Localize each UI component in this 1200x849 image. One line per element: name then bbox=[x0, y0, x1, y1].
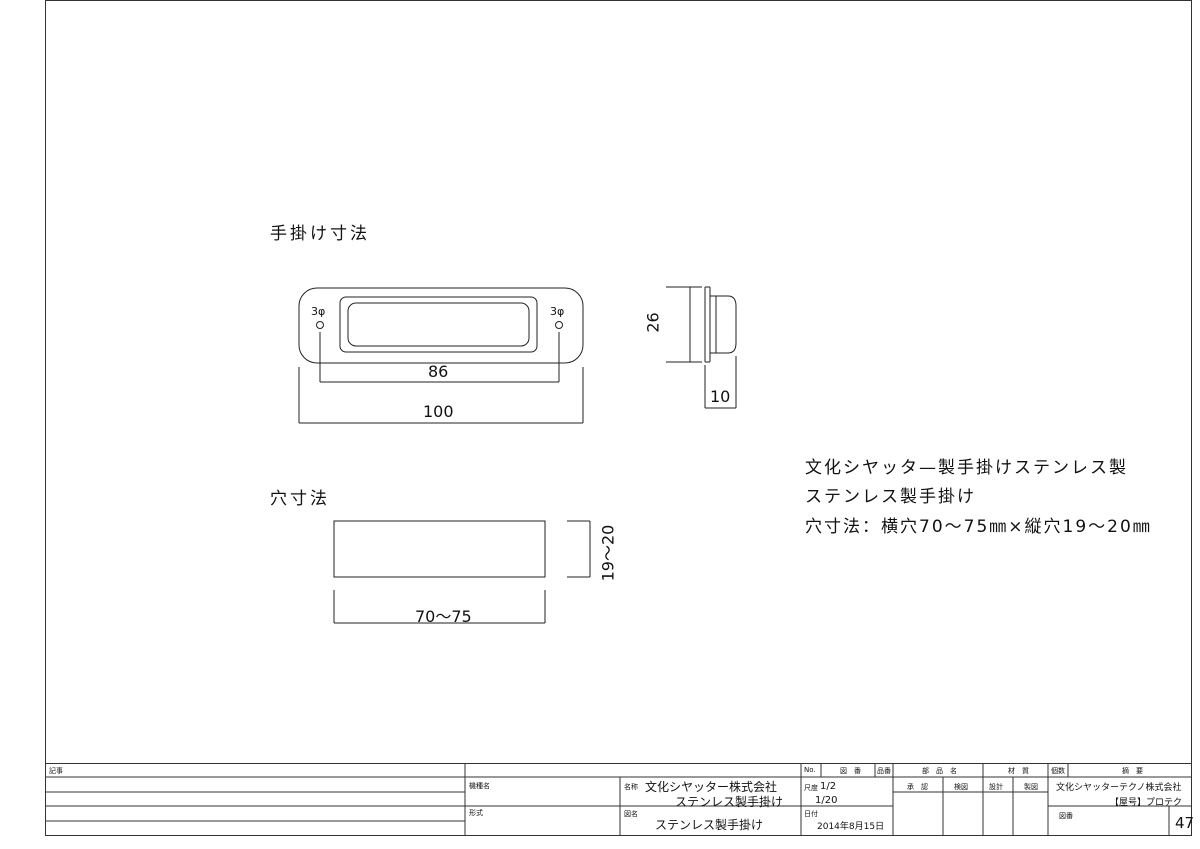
name-line-2: ステンレス製手掛け bbox=[675, 795, 784, 809]
title-block bbox=[45, 763, 1192, 836]
left-hole-diameter-label: 3φ bbox=[311, 305, 326, 318]
approve-label: 承 認 bbox=[907, 783, 928, 791]
check-label: 検図 bbox=[954, 783, 968, 791]
date-label: 日付 bbox=[804, 810, 818, 818]
hole-dimensions-heading: 穴寸法 bbox=[270, 489, 330, 509]
side-height-label: 26 bbox=[643, 312, 663, 333]
design-label: 設計 bbox=[989, 783, 1003, 791]
drawing-name-label: 図名 bbox=[624, 810, 638, 818]
drawing-no-header: 図 番 bbox=[840, 767, 861, 775]
left-screw-hole bbox=[316, 321, 324, 329]
cutout-outline bbox=[333, 520, 546, 578]
company-name: 文化シヤッターテクノ株式会社 bbox=[1056, 783, 1182, 793]
side-depth-label: 10 bbox=[710, 387, 731, 406]
part-name-header: 部 品 名 bbox=[922, 767, 957, 775]
right-screw-hole bbox=[555, 321, 563, 329]
note-line-2: ステンレス製手掛け bbox=[805, 487, 976, 507]
right-hole-diameter-label: 3φ bbox=[550, 305, 565, 318]
note-line-3: 穴寸法：横穴70～75㎜×縦穴19～20㎜ bbox=[805, 517, 1152, 537]
shop-name: 【屋号】プロテク bbox=[1110, 798, 1183, 808]
drawing-name: ステンレス製手掛け bbox=[655, 818, 764, 832]
no-label: No. bbox=[804, 766, 816, 774]
date-value: 2014年8月15日 bbox=[817, 822, 885, 832]
material-header: 材 質 bbox=[1008, 767, 1029, 775]
note-line-1: 文化シヤッタ—製手掛けステンレス製 bbox=[805, 458, 1128, 478]
item-no-header: 品番 bbox=[877, 767, 891, 775]
quantity-header: 個数 bbox=[1051, 767, 1065, 775]
type-label: 形式 bbox=[469, 809, 483, 817]
name-line-1: 文化シヤッター株式会社 bbox=[645, 780, 778, 794]
side-body bbox=[710, 295, 737, 354]
cutout-width-label: 70～75 bbox=[415, 607, 472, 626]
model-label: 機種名 bbox=[469, 782, 490, 790]
drawing-number: 47 bbox=[1175, 814, 1195, 832]
scale-value-2: 1/20 bbox=[815, 795, 838, 806]
cutout-height-label: 19～20 bbox=[598, 524, 618, 582]
scale-label: 尺度 bbox=[804, 784, 818, 792]
name-label: 名称 bbox=[624, 783, 638, 791]
scale-value-1: 1/2 bbox=[820, 781, 837, 792]
remarks-label: 記事 bbox=[49, 767, 63, 775]
summary-header: 摘 要 bbox=[1122, 767, 1143, 775]
drawing-number-label: 図番 bbox=[1059, 812, 1073, 820]
handle-recess-outer bbox=[339, 296, 538, 353]
hole-pitch-label: 86 bbox=[428, 362, 449, 381]
overall-width-label: 100 bbox=[423, 402, 454, 421]
draft-label: 製図 bbox=[1024, 783, 1038, 791]
handle-recess-inner bbox=[347, 302, 530, 347]
handle-plate-outline bbox=[298, 287, 584, 364]
handle-dimensions-heading: 手掛け寸法 bbox=[270, 224, 370, 244]
